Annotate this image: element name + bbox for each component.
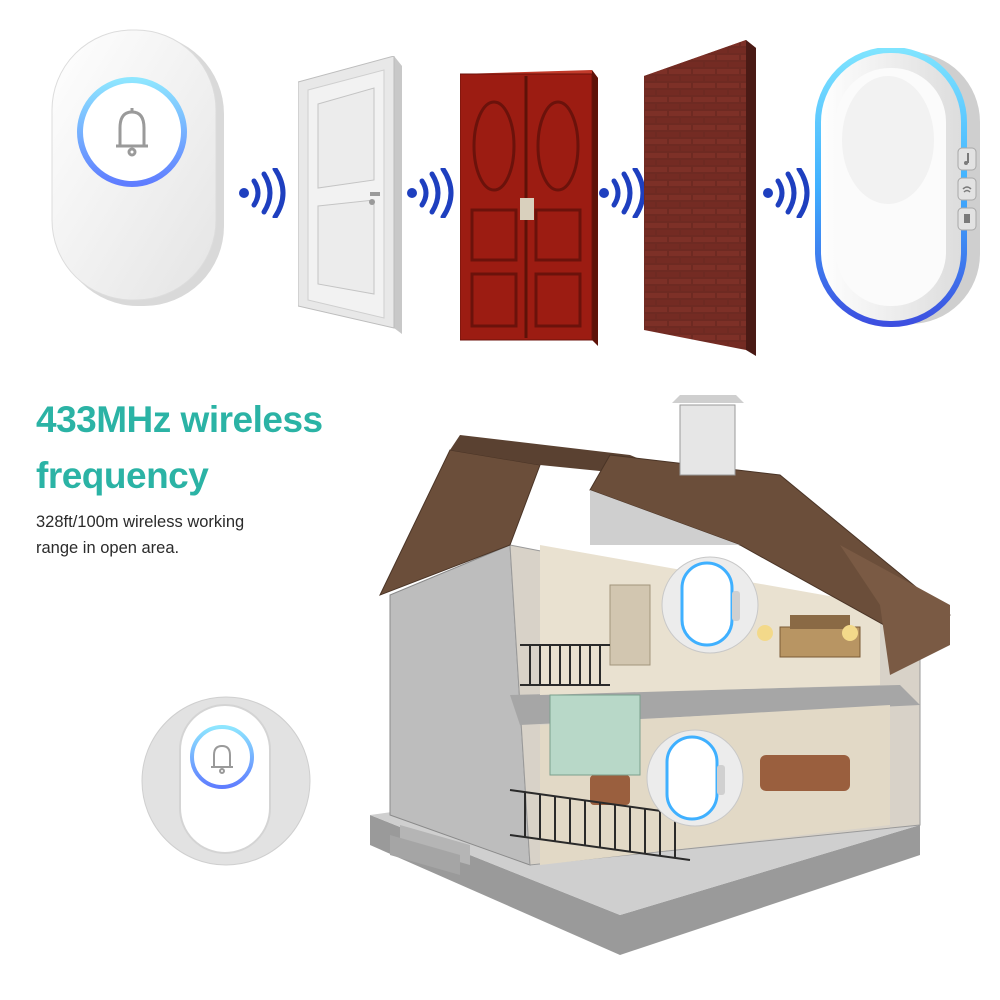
house-cutaway-illustration [370, 395, 951, 955]
feature-headline: 433MHz wireless frequency [36, 392, 366, 504]
wifi-signal-icon [407, 168, 454, 218]
bell-icon [211, 744, 233, 774]
transmitter-badge [141, 696, 311, 866]
music-note-icon [964, 153, 969, 165]
receiver-chime [815, 48, 980, 327]
headline-line-1: 433MHz wireless [36, 399, 323, 440]
red-double-door [460, 70, 598, 346]
bell-icon [116, 108, 148, 157]
wifi-signal-icon [239, 168, 286, 218]
white-door [298, 56, 402, 334]
volume-icon [962, 186, 972, 193]
wifi-signal-icon [599, 168, 646, 218]
feature-description: 328ft/100m wireless working range in ope… [36, 509, 336, 561]
wifi-signal-icon [763, 168, 810, 218]
receiver-badge-upper [661, 556, 759, 654]
bell-mode-icon [964, 214, 970, 223]
headline-line-2: frequency [36, 455, 209, 496]
description-line-2: range in open area. [36, 539, 180, 557]
description-line-1: 328ft/100m wireless working [36, 513, 245, 531]
brick-wall [644, 40, 756, 356]
receiver-badge-lower [646, 729, 744, 827]
transmitter-button [51, 29, 224, 306]
